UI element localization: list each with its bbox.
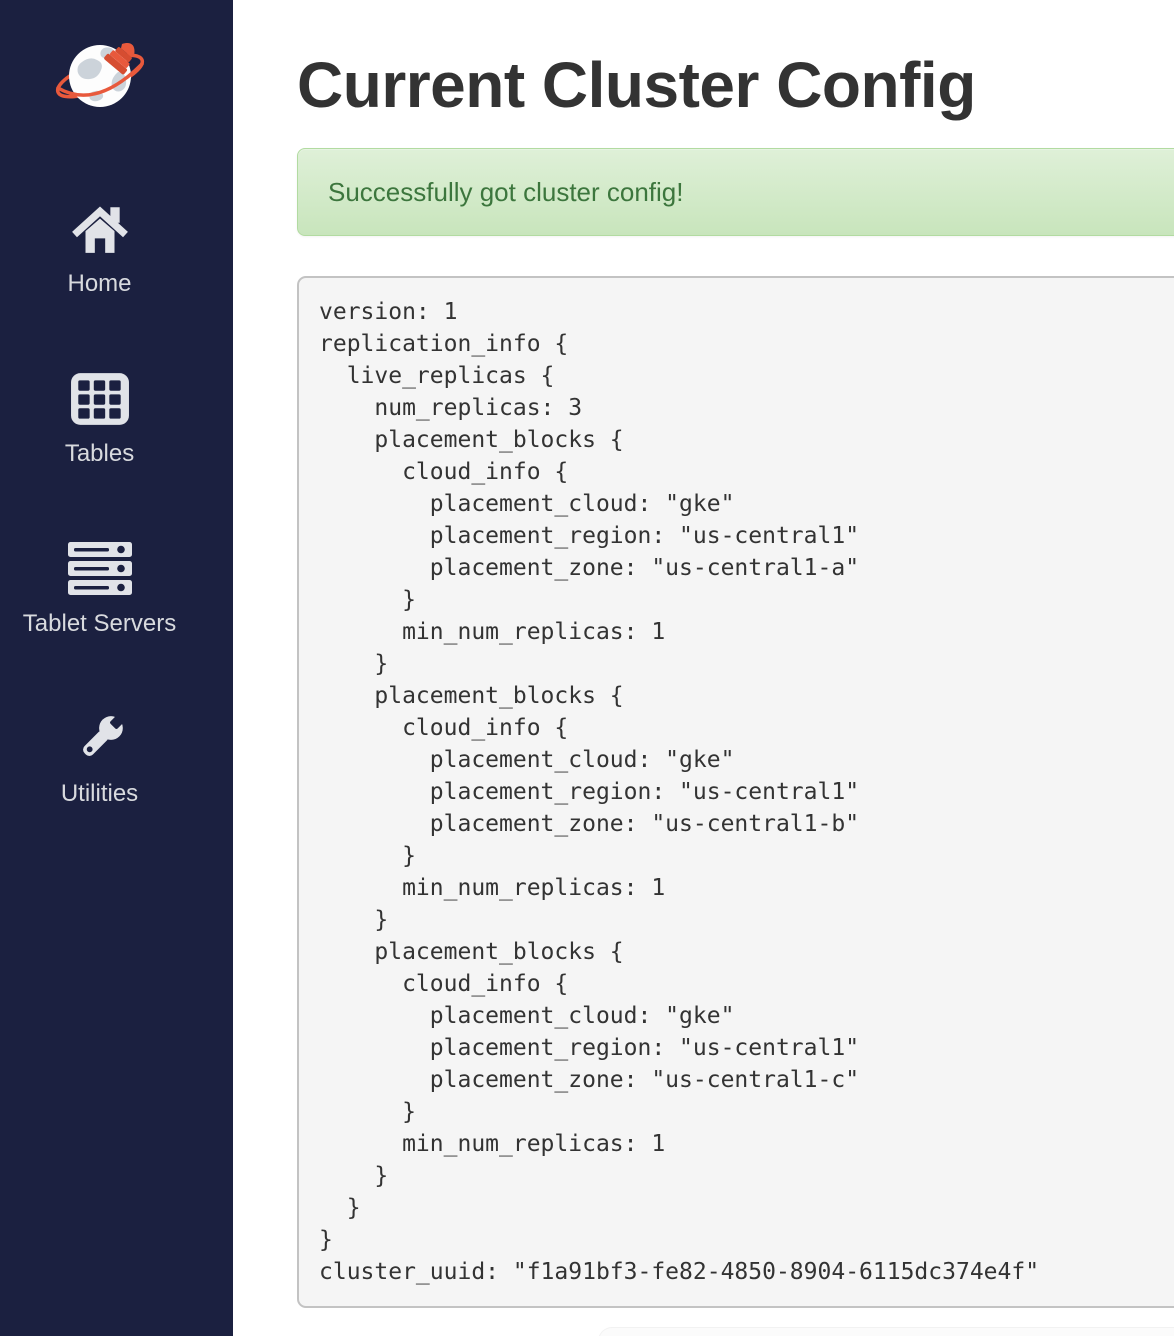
home-icon [71, 200, 129, 258]
success-alert: Successfully got cluster config! [297, 147, 1174, 236]
sidebar-nav: Home [23, 200, 176, 880]
sidebar-item-label: Home [67, 270, 132, 297]
sidebar-item-utilities[interactable]: Utilities [61, 710, 138, 808]
cluster-config-block: version: 1 replication_info { live_repli… [297, 275, 1174, 1308]
rocket-globe-icon [52, 43, 148, 114]
sidebar-item-label: Tablet Servers [22, 610, 177, 637]
utilities-icon [69, 710, 131, 768]
sidebar-item-tables[interactable]: Tables [65, 370, 134, 468]
alert-message: Successfully got cluster config! [328, 176, 684, 207]
yugabytedb-logo[interactable] [52, 26, 148, 110]
sidebar-item-label: Tables [64, 440, 135, 467]
sidebar: Home [0, 0, 233, 1336]
partial-bottom-element [598, 1327, 1174, 1336]
main-content: Current Cluster Config Successfully got … [233, 49, 1174, 1308]
page-title: Current Cluster Config [297, 49, 976, 121]
tables-icon [70, 370, 130, 428]
sidebar-item-tablet-servers[interactable]: Tablet Servers [23, 540, 176, 638]
sidebar-item-home[interactable]: Home [67, 200, 132, 298]
tablet-servers-icon [67, 540, 133, 598]
sidebar-item-label: Utilities [60, 780, 139, 807]
